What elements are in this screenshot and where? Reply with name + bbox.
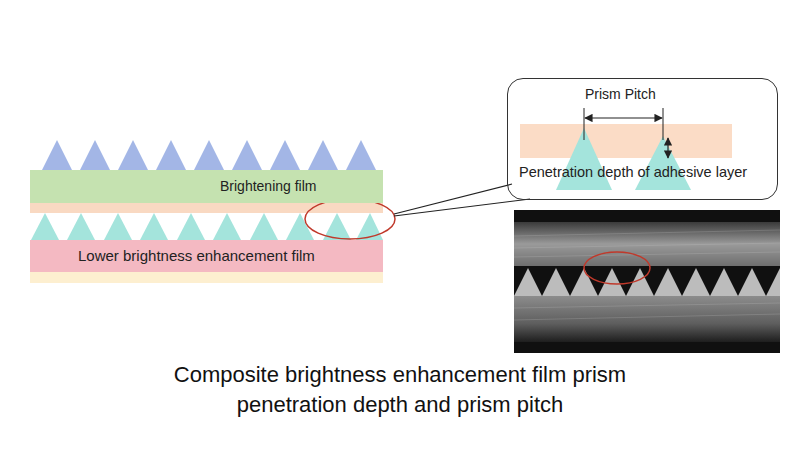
leader-line <box>394 199 530 216</box>
leader-line <box>394 184 512 214</box>
layer-label: Lower brightness enhancement film <box>78 247 315 264</box>
lower-prisms <box>31 213 383 240</box>
cross-section-photo <box>514 210 780 353</box>
upper-prisms <box>42 140 376 170</box>
prism <box>635 136 691 190</box>
dimension-tick <box>663 108 664 140</box>
film-layer: Lower brightness enhancement film <box>30 240 383 272</box>
annotation-label: Prism Pitch <box>585 86 656 102</box>
film-layer: Brightening film <box>30 170 383 203</box>
base-layer <box>30 272 383 283</box>
layer-label: Brightening film <box>220 178 317 194</box>
figure-caption: Composite brightness enhancement film pr… <box>140 360 660 420</box>
depth-arrow <box>667 138 668 158</box>
annotation-label: Penetration depth of adhesive layer <box>519 164 747 180</box>
adhesive-layer <box>30 203 383 213</box>
adhesive-layer <box>520 124 732 158</box>
callout-box: Prism PitchPenetration depth of adhesive… <box>507 78 778 200</box>
dimension-tick <box>584 108 585 140</box>
pitch-arrow <box>585 117 662 118</box>
highlight-ellipse <box>305 199 395 239</box>
